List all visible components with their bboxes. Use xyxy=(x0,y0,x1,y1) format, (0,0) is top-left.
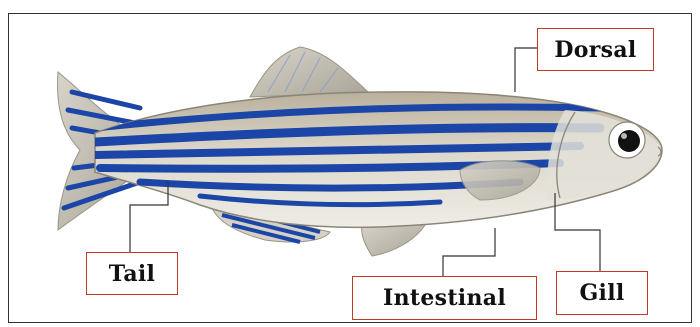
label-gill-text: Gill xyxy=(579,280,624,306)
label-dorsal-text: Dorsal xyxy=(554,37,636,63)
label-tail: Tail xyxy=(86,252,178,295)
dorsal-fin xyxy=(250,47,368,97)
label-gill: Gill xyxy=(556,271,648,315)
head-shade xyxy=(547,110,660,200)
label-dorsal: Dorsal xyxy=(537,28,654,71)
label-intestinal-text: Intestinal xyxy=(383,285,506,311)
label-tail-text: Tail xyxy=(109,261,155,287)
eye xyxy=(609,122,645,158)
label-intestinal: Intestinal xyxy=(352,276,537,320)
